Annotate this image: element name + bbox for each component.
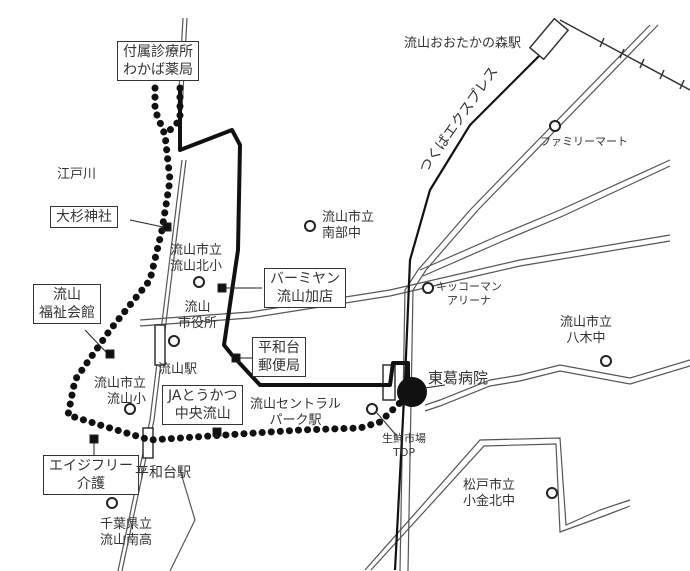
kikkoman-arena-label: キッコーマンアリーナ — [436, 280, 502, 308]
hospital-marker — [397, 377, 427, 407]
label-line: 南部中 — [322, 226, 362, 241]
toukatsu-hospital-label: 東葛病院 — [428, 369, 489, 387]
tsukuba-express-line — [393, 54, 541, 571]
nagareyama-station-label: 流山駅 — [158, 362, 198, 377]
nagareyama-es-label: 流山市立流山小 — [94, 376, 146, 408]
osugi-shrine-label: 大杉神社 — [50, 206, 118, 228]
minami-hs-label: 千葉県立流山南高 — [100, 517, 152, 549]
edogawa-label: 江戸川 — [57, 167, 97, 182]
railway-ticks — [599, 37, 685, 90]
label-line: 市役所 — [178, 316, 218, 331]
railway-line — [559, 19, 690, 91]
fuzoku-clinic-label: 付属診療所 わかば薬局 — [117, 41, 199, 81]
label-line: 松戸市立 — [463, 478, 516, 493]
familymart-label: ファミリーマート — [540, 135, 628, 148]
label-line: 千葉県立 — [100, 517, 153, 532]
label-line: 福祉会館 — [39, 305, 95, 321]
label-line: アリーナ — [447, 294, 491, 307]
welfare-hall-label: 流山 福祉会館 — [33, 284, 101, 324]
label-line: 大杉神社 — [56, 209, 112, 225]
label-line: 郵便局 — [258, 358, 300, 374]
label-line: 流山南高 — [100, 533, 153, 548]
label-line: 八木中 — [566, 331, 606, 346]
label-line: 流山市立 — [94, 376, 147, 391]
label-line: 流山市立 — [170, 243, 223, 258]
label-line: わかば薬局 — [123, 62, 193, 78]
label-line: TOP — [392, 446, 415, 459]
bamiyan-label: バーミヤン 流山加店 — [264, 268, 346, 308]
otaka-station-label: 流山おおたかの森駅 — [404, 36, 522, 51]
label-line: 流山セントラル — [250, 397, 342, 412]
label-line: エイジフリー — [49, 458, 133, 474]
label-line: パーク駅 — [269, 413, 322, 428]
label-line: 小金北中 — [463, 494, 516, 509]
label-line: 介護 — [77, 476, 105, 492]
heiwadai-station-label: 平和台駅 — [135, 465, 191, 481]
label-line: 中央流山 — [174, 406, 231, 422]
label-line: JAとうかつ — [168, 388, 238, 404]
label-line: 流山 — [184, 300, 211, 315]
label-line: 付属診療所 — [123, 44, 193, 60]
label-line: 平和台 — [258, 340, 300, 356]
landmark-markers — [106, 120, 612, 509]
stop-markers — [84, 219, 446, 455]
nanbu-jhs-label: 流山市立南部中 — [322, 210, 374, 242]
label-line: 流山小 — [107, 392, 147, 407]
label-line: 流山加店 — [277, 289, 333, 305]
label-line: 流山市立 — [322, 210, 375, 225]
kogane-jhs-label: 松戸市立小金北中 — [463, 478, 515, 510]
label-line: キッコーマン — [436, 280, 502, 293]
label-line: 流山 — [53, 287, 81, 303]
agefree-care-label: エイジフリー 介護 — [43, 455, 139, 495]
bus-route — [178, 88, 410, 395]
ja-toukatsu-label: JAとうかつ 中央流山 — [162, 385, 244, 425]
walking-route — [63, 84, 409, 444]
label-line: バーミヤン — [270, 271, 340, 287]
label-line: 生鮮市場 — [382, 432, 426, 445]
label-line: 流山北小 — [170, 259, 223, 274]
post-office-label: 平和台 郵便局 — [252, 337, 306, 377]
yagi-jhs-label: 流山市立八木中 — [560, 315, 612, 347]
label-line: 流山市立 — [560, 315, 613, 330]
central-park-station-label: 流山セントラルパーク駅 — [250, 397, 341, 429]
roads — [117, 17, 690, 571]
city-hall-label: 流山市役所 — [178, 300, 217, 332]
kita-es-label: 流山市立流山北小 — [170, 243, 222, 275]
